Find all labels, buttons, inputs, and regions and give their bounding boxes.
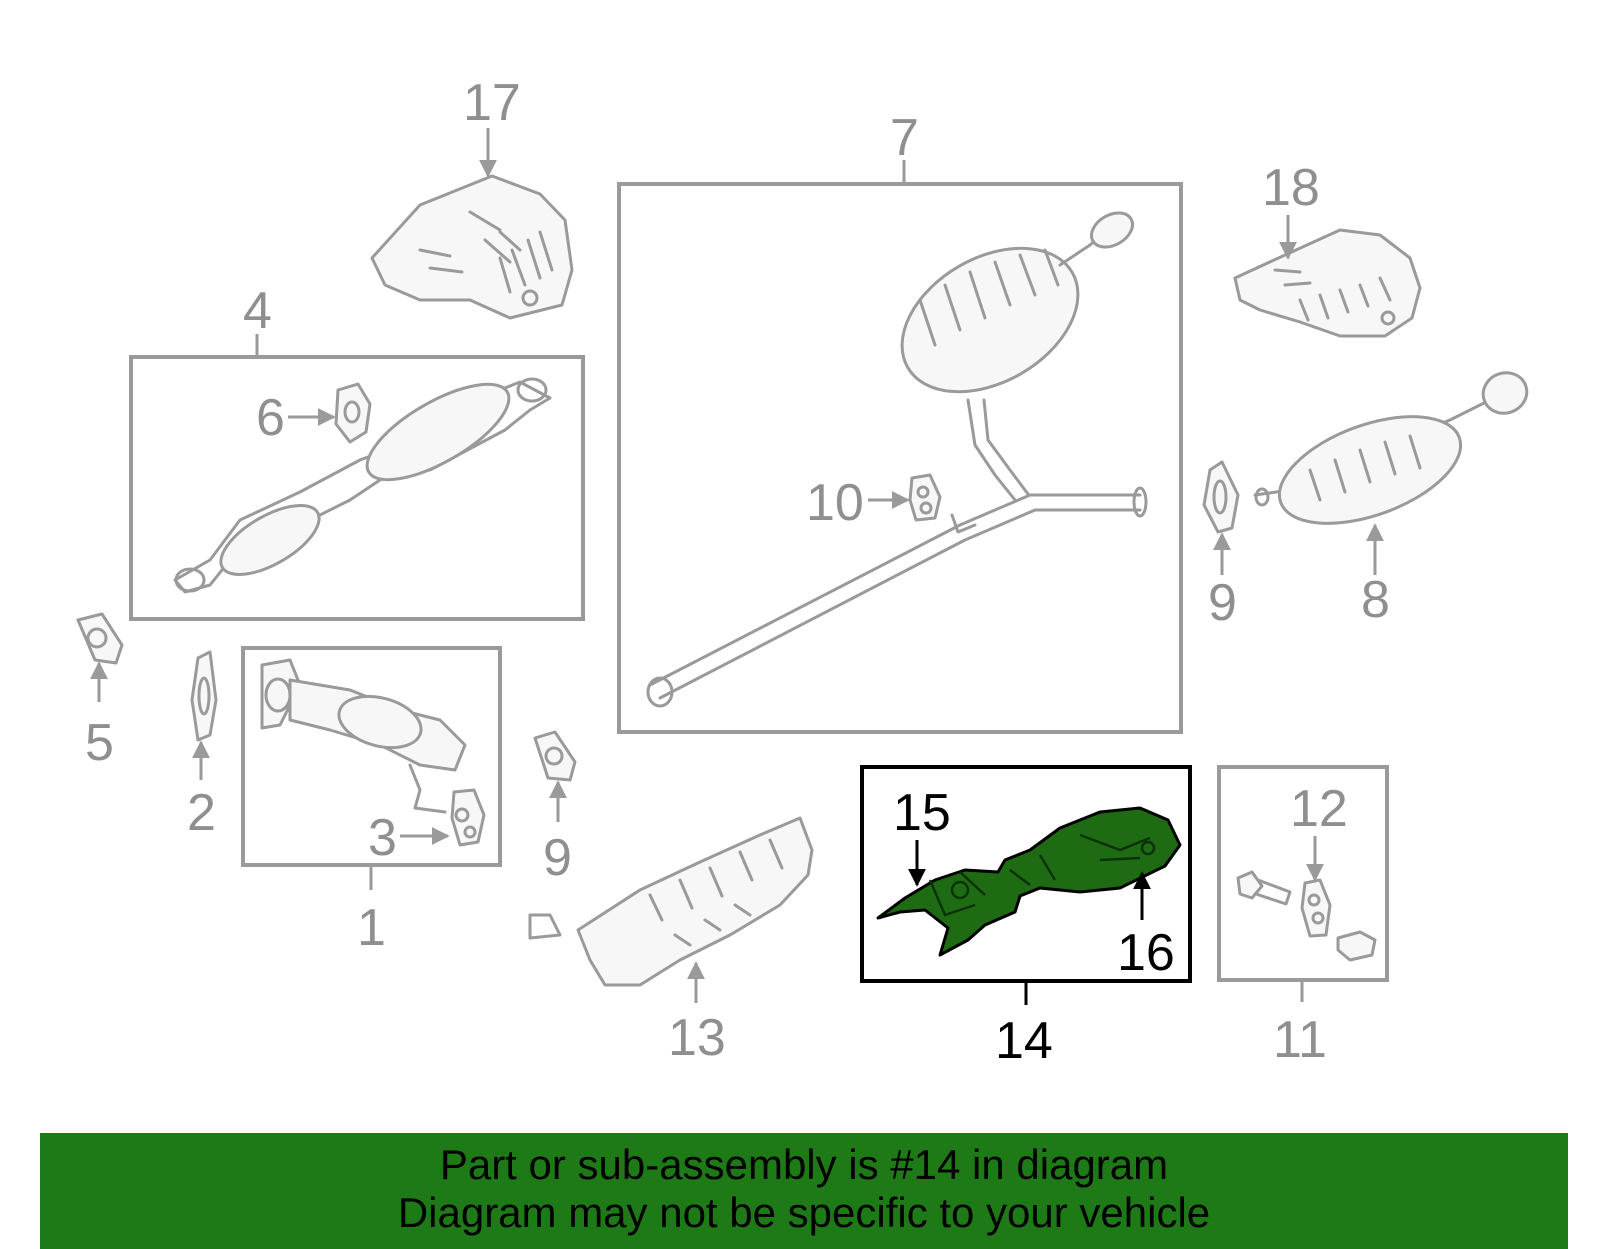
callout-7: 7: [890, 109, 919, 167]
part-9-gasket-right[interactable]: [1202, 460, 1240, 534]
banner-part-note: Part or sub-assembly is #14 in diagram: [439, 1141, 1169, 1188]
part-8-converter[interactable]: [1253, 367, 1533, 545]
part-17-heat-shield[interactable]: [370, 174, 574, 320]
part-5-gasket[interactable]: [76, 612, 124, 665]
part-9-gasket-left[interactable]: [533, 730, 577, 782]
callout-9-right: 9: [1208, 574, 1237, 632]
part-18-heat-shield[interactable]: [1233, 228, 1422, 338]
part-3-hanger[interactable]: [450, 788, 486, 847]
callout-12: 12: [1290, 780, 1348, 838]
assembly-4-frame: [129, 355, 585, 621]
callout-15: 15: [893, 784, 951, 842]
part-6-hanger[interactable]: [334, 382, 372, 444]
callout-5: 5: [85, 714, 114, 772]
part-2-gasket[interactable]: [190, 650, 218, 742]
callout-13: 13: [668, 1009, 726, 1067]
callout-3: 3: [368, 809, 397, 867]
banner-disclaimer: Diagram may not be specific to your vehi…: [397, 1189, 1211, 1236]
callout-16: 16: [1117, 924, 1175, 982]
callout-17: 17: [463, 74, 521, 132]
callout-2: 2: [187, 784, 216, 842]
part-13-heat-shield[interactable]: [528, 816, 814, 987]
callout-4: 4: [243, 282, 272, 340]
callout-10: 10: [806, 474, 864, 532]
callout-14: 14: [995, 1012, 1053, 1070]
callout-1: 1: [357, 899, 386, 957]
callout-9-left: 9: [543, 829, 572, 887]
part-14-heat-protector[interactable]: [876, 806, 1182, 957]
callout-6: 6: [256, 389, 285, 447]
callout-8: 8: [1361, 571, 1390, 629]
part-11-bolt[interactable]: [1236, 870, 1292, 906]
part-12-hanger[interactable]: [1300, 878, 1332, 938]
part-11-clip[interactable]: [1336, 930, 1377, 962]
callout-11: 11: [1273, 1011, 1327, 1069]
assembly-7-frame: [617, 182, 1183, 734]
part-4-center-pipe[interactable]: [173, 366, 552, 594]
part-10-hanger[interactable]: [908, 473, 942, 522]
callout-18: 18: [1262, 159, 1320, 217]
part-1-manifold-converter[interactable]: [260, 658, 467, 814]
part-7-muffler-tail-pipe[interactable]: [646, 206, 1148, 708]
info-banner: Part or sub-assembly is #14 in diagram D…: [40, 1133, 1568, 1249]
